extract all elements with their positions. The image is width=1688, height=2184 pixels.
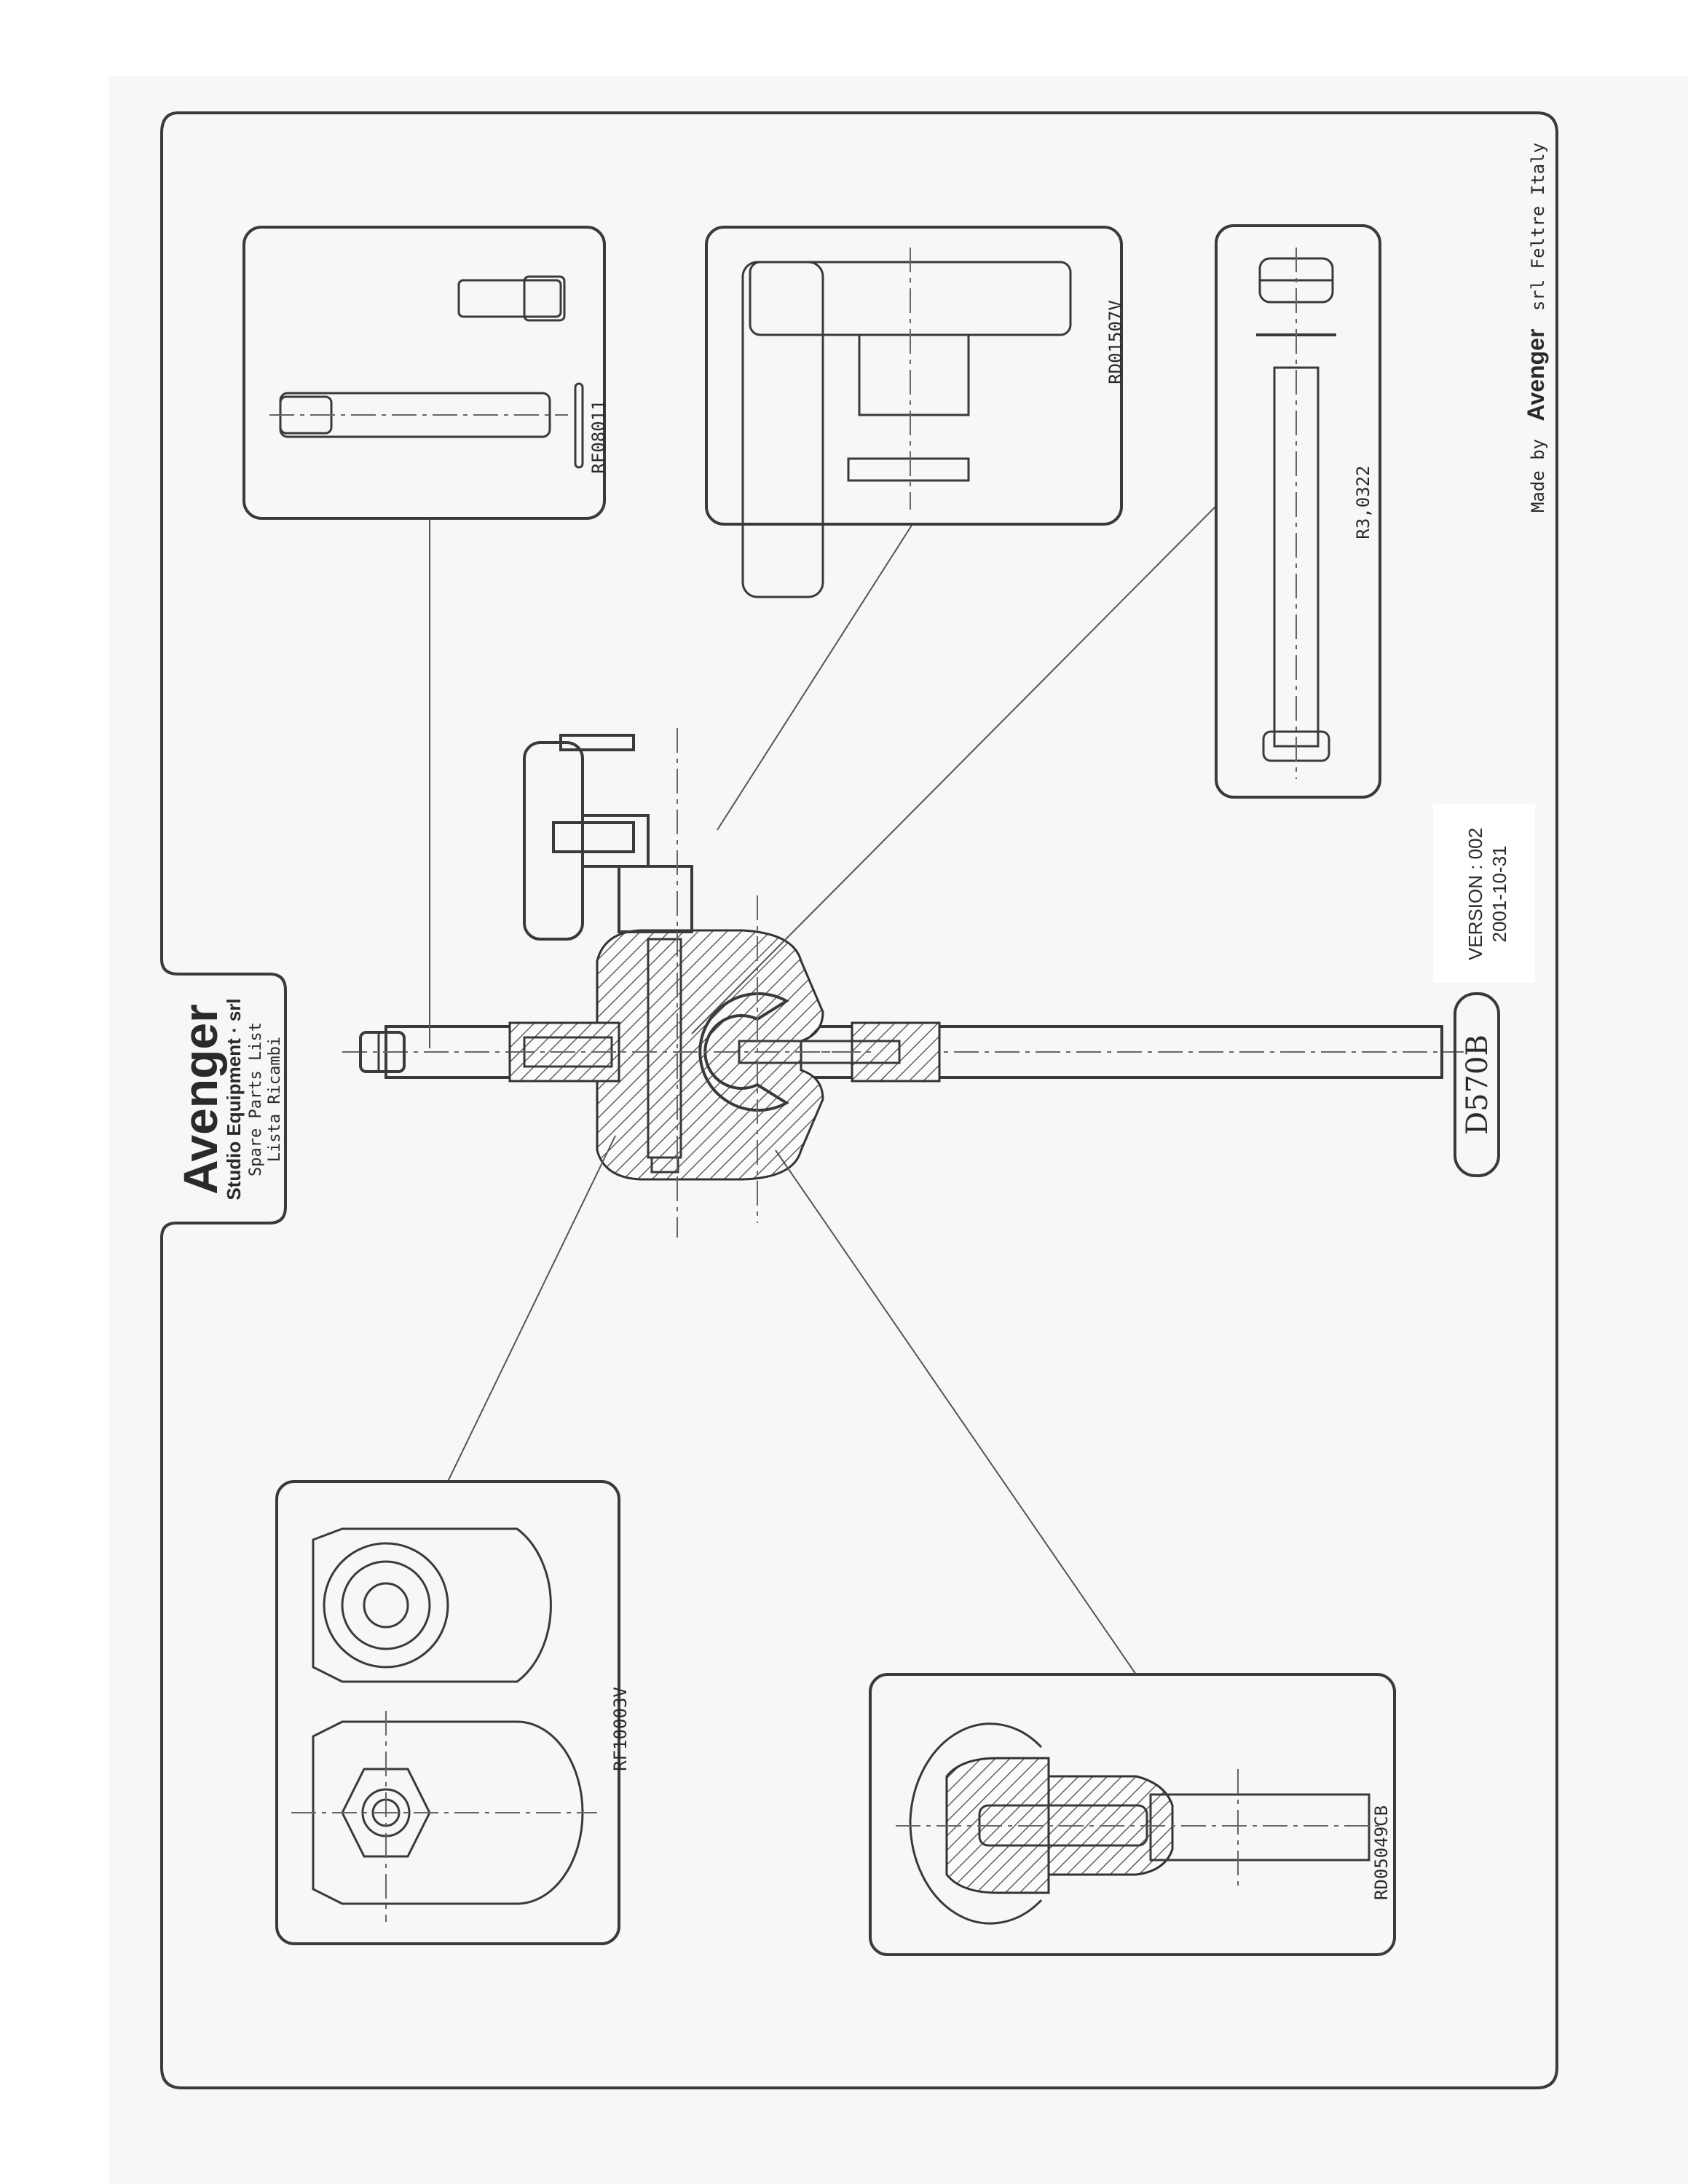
- version-box: VERSION : 002 2001-10-31: [1433, 804, 1535, 983]
- leader-lines: [429, 505, 1217, 1675]
- part-box-r3-0322: R3,0322: [1215, 224, 1381, 799]
- part-box-rd01507v: RD01507V: [705, 226, 1126, 598]
- part-code-rd05049cb: RD05049CB: [1371, 1805, 1392, 1900]
- part-code-rd01507v: RD01507V: [1105, 300, 1126, 384]
- footer-made-by: Made by: [1528, 439, 1548, 513]
- footer-credit: Made by Avenger srl Feltre Italy: [1523, 143, 1549, 513]
- part-box-rf08011: RF08011: [242, 226, 609, 520]
- brand-subtitle-it: Lista Ricambi: [266, 1037, 284, 1162]
- version-date: 2001-10-31: [1488, 846, 1510, 943]
- footer-suffix: srl Feltre Italy: [1528, 143, 1548, 311]
- part-box-rf10003v: RF10003V: [275, 1480, 631, 1945]
- svg-text:Made by Avenger sr: Made by Avenger srl Feltre Italy: [1523, 143, 1549, 513]
- part-box-rd05049cb: RD05049CB: [869, 1673, 1396, 1956]
- part-code-rf08011: RF08011: [588, 400, 609, 473]
- brand-subtitle-en: Spare Parts List: [247, 1022, 265, 1176]
- model-badge: D570B: [1454, 992, 1500, 1177]
- sheet-border: [160, 111, 1558, 2089]
- footer-brand: Avenger: [1523, 329, 1549, 422]
- brand-block: Avenger Studio Equipment · srl Spare Par…: [173, 998, 284, 1200]
- model-code: D570B: [1461, 1034, 1494, 1135]
- brand-company: Studio Equipment · srl: [223, 998, 245, 1200]
- brand-name: Avenger: [173, 1004, 227, 1195]
- part-code-r3-0322: R3,0322: [1353, 465, 1373, 539]
- version-label: VERSION : 002: [1464, 828, 1486, 960]
- main-assembly: [342, 728, 1464, 1238]
- part-code-rf10003v: RF10003V: [610, 1687, 631, 1771]
